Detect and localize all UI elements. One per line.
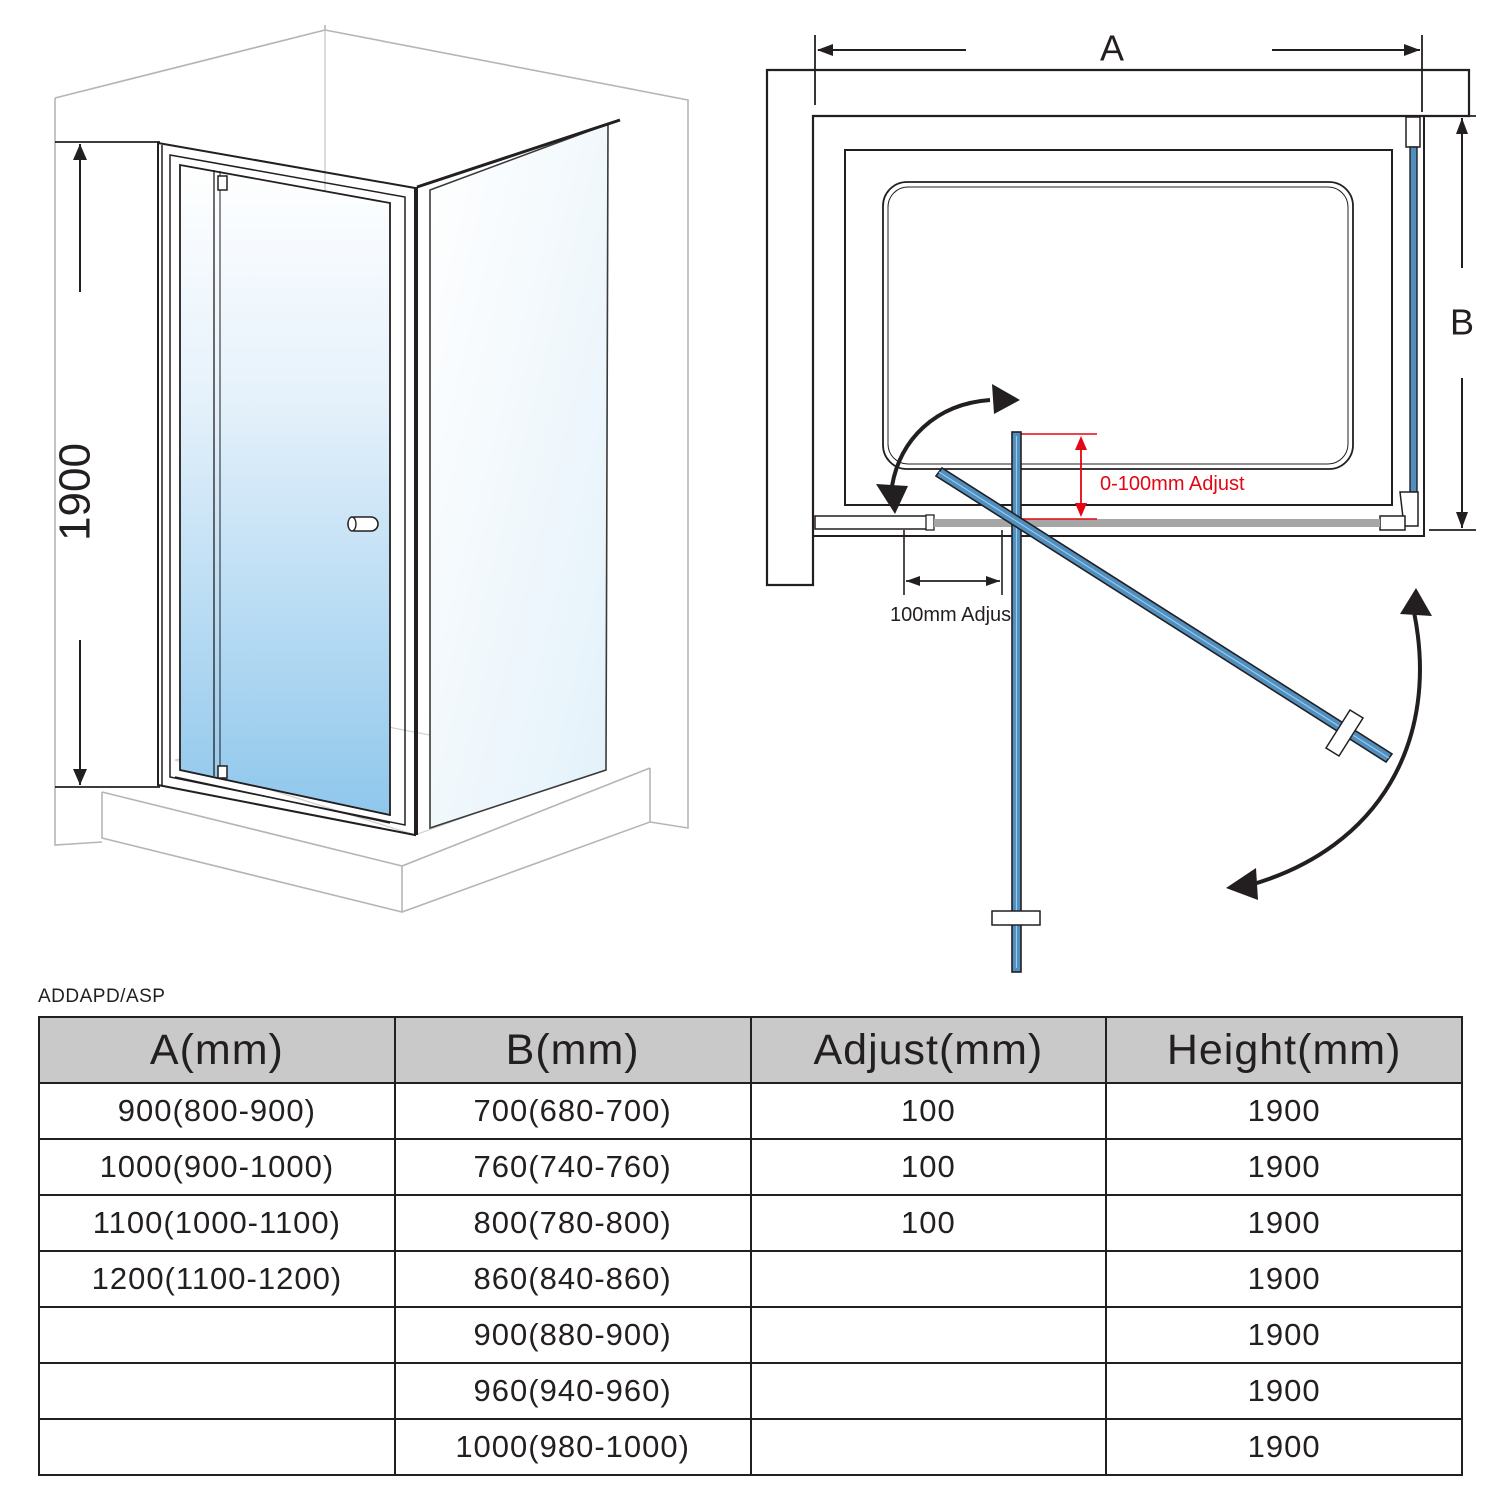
door-glass: [179, 163, 391, 817]
depth-adjust-marker: [1020, 433, 1097, 520]
depth-adjust-label: 0-100mm Adjust: [1100, 473, 1245, 495]
cell-b: 800(780-800): [393, 1194, 752, 1252]
table-header-row: A(mm) B(mm) Adjust(mm) Height(mm): [38, 1016, 1463, 1084]
door-open-diagonal: [934, 466, 1394, 764]
hinge: [217, 175, 228, 191]
cell-adjust: [749, 1418, 1108, 1476]
cell-height: 1900: [1105, 1138, 1463, 1196]
cell-adjust: 100: [749, 1194, 1108, 1252]
size-spec-table: A(mm) B(mm) Adjust(mm) Height(mm) 900(80…: [38, 1016, 1463, 1476]
width-adjust-marker: [903, 530, 1003, 595]
plan-tray-basin: [882, 181, 1354, 470]
cell-a: 1100(1000-1100): [38, 1194, 396, 1252]
cell-b: 860(840-860): [393, 1250, 752, 1308]
cell-a: 900(800-900): [38, 1082, 396, 1140]
cell-a: 1200(1100-1200): [38, 1250, 396, 1308]
door-frame: [157, 141, 416, 837]
wall-profile: [814, 515, 931, 530]
table-row: 1200(1100-1200) 860(840-860) 1900: [38, 1250, 1463, 1308]
cell-b: 900(880-900): [393, 1306, 752, 1364]
cell-adjust: 100: [749, 1138, 1108, 1196]
plan-side-panel: [1379, 116, 1421, 531]
plan-view: A B 0-100mm Adjust: [765, 28, 1476, 973]
height-dimension: [55, 141, 160, 788]
cell-a: [38, 1362, 396, 1420]
side-glass-panel: [429, 122, 609, 830]
cell-adjust: [749, 1306, 1108, 1364]
shower-tray: [101, 767, 651, 913]
depth-label-B: B: [1450, 302, 1474, 343]
height-label: 1900: [51, 443, 100, 541]
cell-b: 700(680-700): [393, 1082, 752, 1140]
cell-adjust: 100: [749, 1082, 1108, 1140]
cell-height: 1900: [1105, 1362, 1463, 1420]
door-closed-position: [934, 519, 1380, 527]
plan-wall: [765, 68, 1471, 587]
cell-adjust: [749, 1250, 1108, 1308]
door-open-vertical: [991, 431, 1041, 973]
cell-adjust: [749, 1362, 1108, 1420]
cell-b: 760(740-760): [393, 1138, 752, 1196]
header-height: Height(mm): [1105, 1016, 1463, 1084]
cell-b: 1000(980-1000): [393, 1418, 752, 1476]
cell-height: 1900: [1105, 1306, 1463, 1364]
table-row: 1000(980-1000) 1900: [38, 1418, 1463, 1476]
swing-arrow-inward: [876, 384, 1020, 514]
plan-tray-rim: [844, 149, 1393, 506]
technical-drawing: 1900 A B: [51, 25, 1476, 973]
cell-height: 1900: [1105, 1418, 1463, 1476]
cell-height: 1900: [1105, 1250, 1463, 1308]
depth-dimension: [1429, 115, 1476, 531]
swing-arrow-outward: [1226, 588, 1432, 900]
product-code: ADDAPD/ASP: [38, 986, 166, 1007]
plan-tray-outer: [812, 115, 1425, 537]
cell-a: [38, 1306, 396, 1364]
door-handle: [347, 516, 379, 532]
table-row: 900(880-900) 1900: [38, 1306, 1463, 1364]
table-row: 960(940-960) 1900: [38, 1362, 1463, 1420]
width-label-A: A: [1100, 28, 1124, 69]
header-a: A(mm): [38, 1016, 396, 1084]
cell-a: 1000(900-1000): [38, 1138, 396, 1196]
table-row: 1000(900-1000) 760(740-760) 100 1900: [38, 1138, 1463, 1196]
width-adjust-label: 100mm Adjust: [890, 604, 1017, 626]
header-adjust: Adjust(mm): [749, 1016, 1108, 1084]
header-b: B(mm): [393, 1016, 752, 1084]
perspective-view: 1900: [51, 25, 689, 913]
cell-b: 960(940-960): [393, 1362, 752, 1420]
cell-height: 1900: [1105, 1194, 1463, 1252]
cell-a: [38, 1418, 396, 1476]
cell-height: 1900: [1105, 1082, 1463, 1140]
table-row: 900(800-900) 700(680-700) 100 1900: [38, 1082, 1463, 1140]
width-dimension: [814, 35, 1423, 112]
table-row: 1100(1000-1100) 800(780-800) 100 1900: [38, 1194, 1463, 1252]
